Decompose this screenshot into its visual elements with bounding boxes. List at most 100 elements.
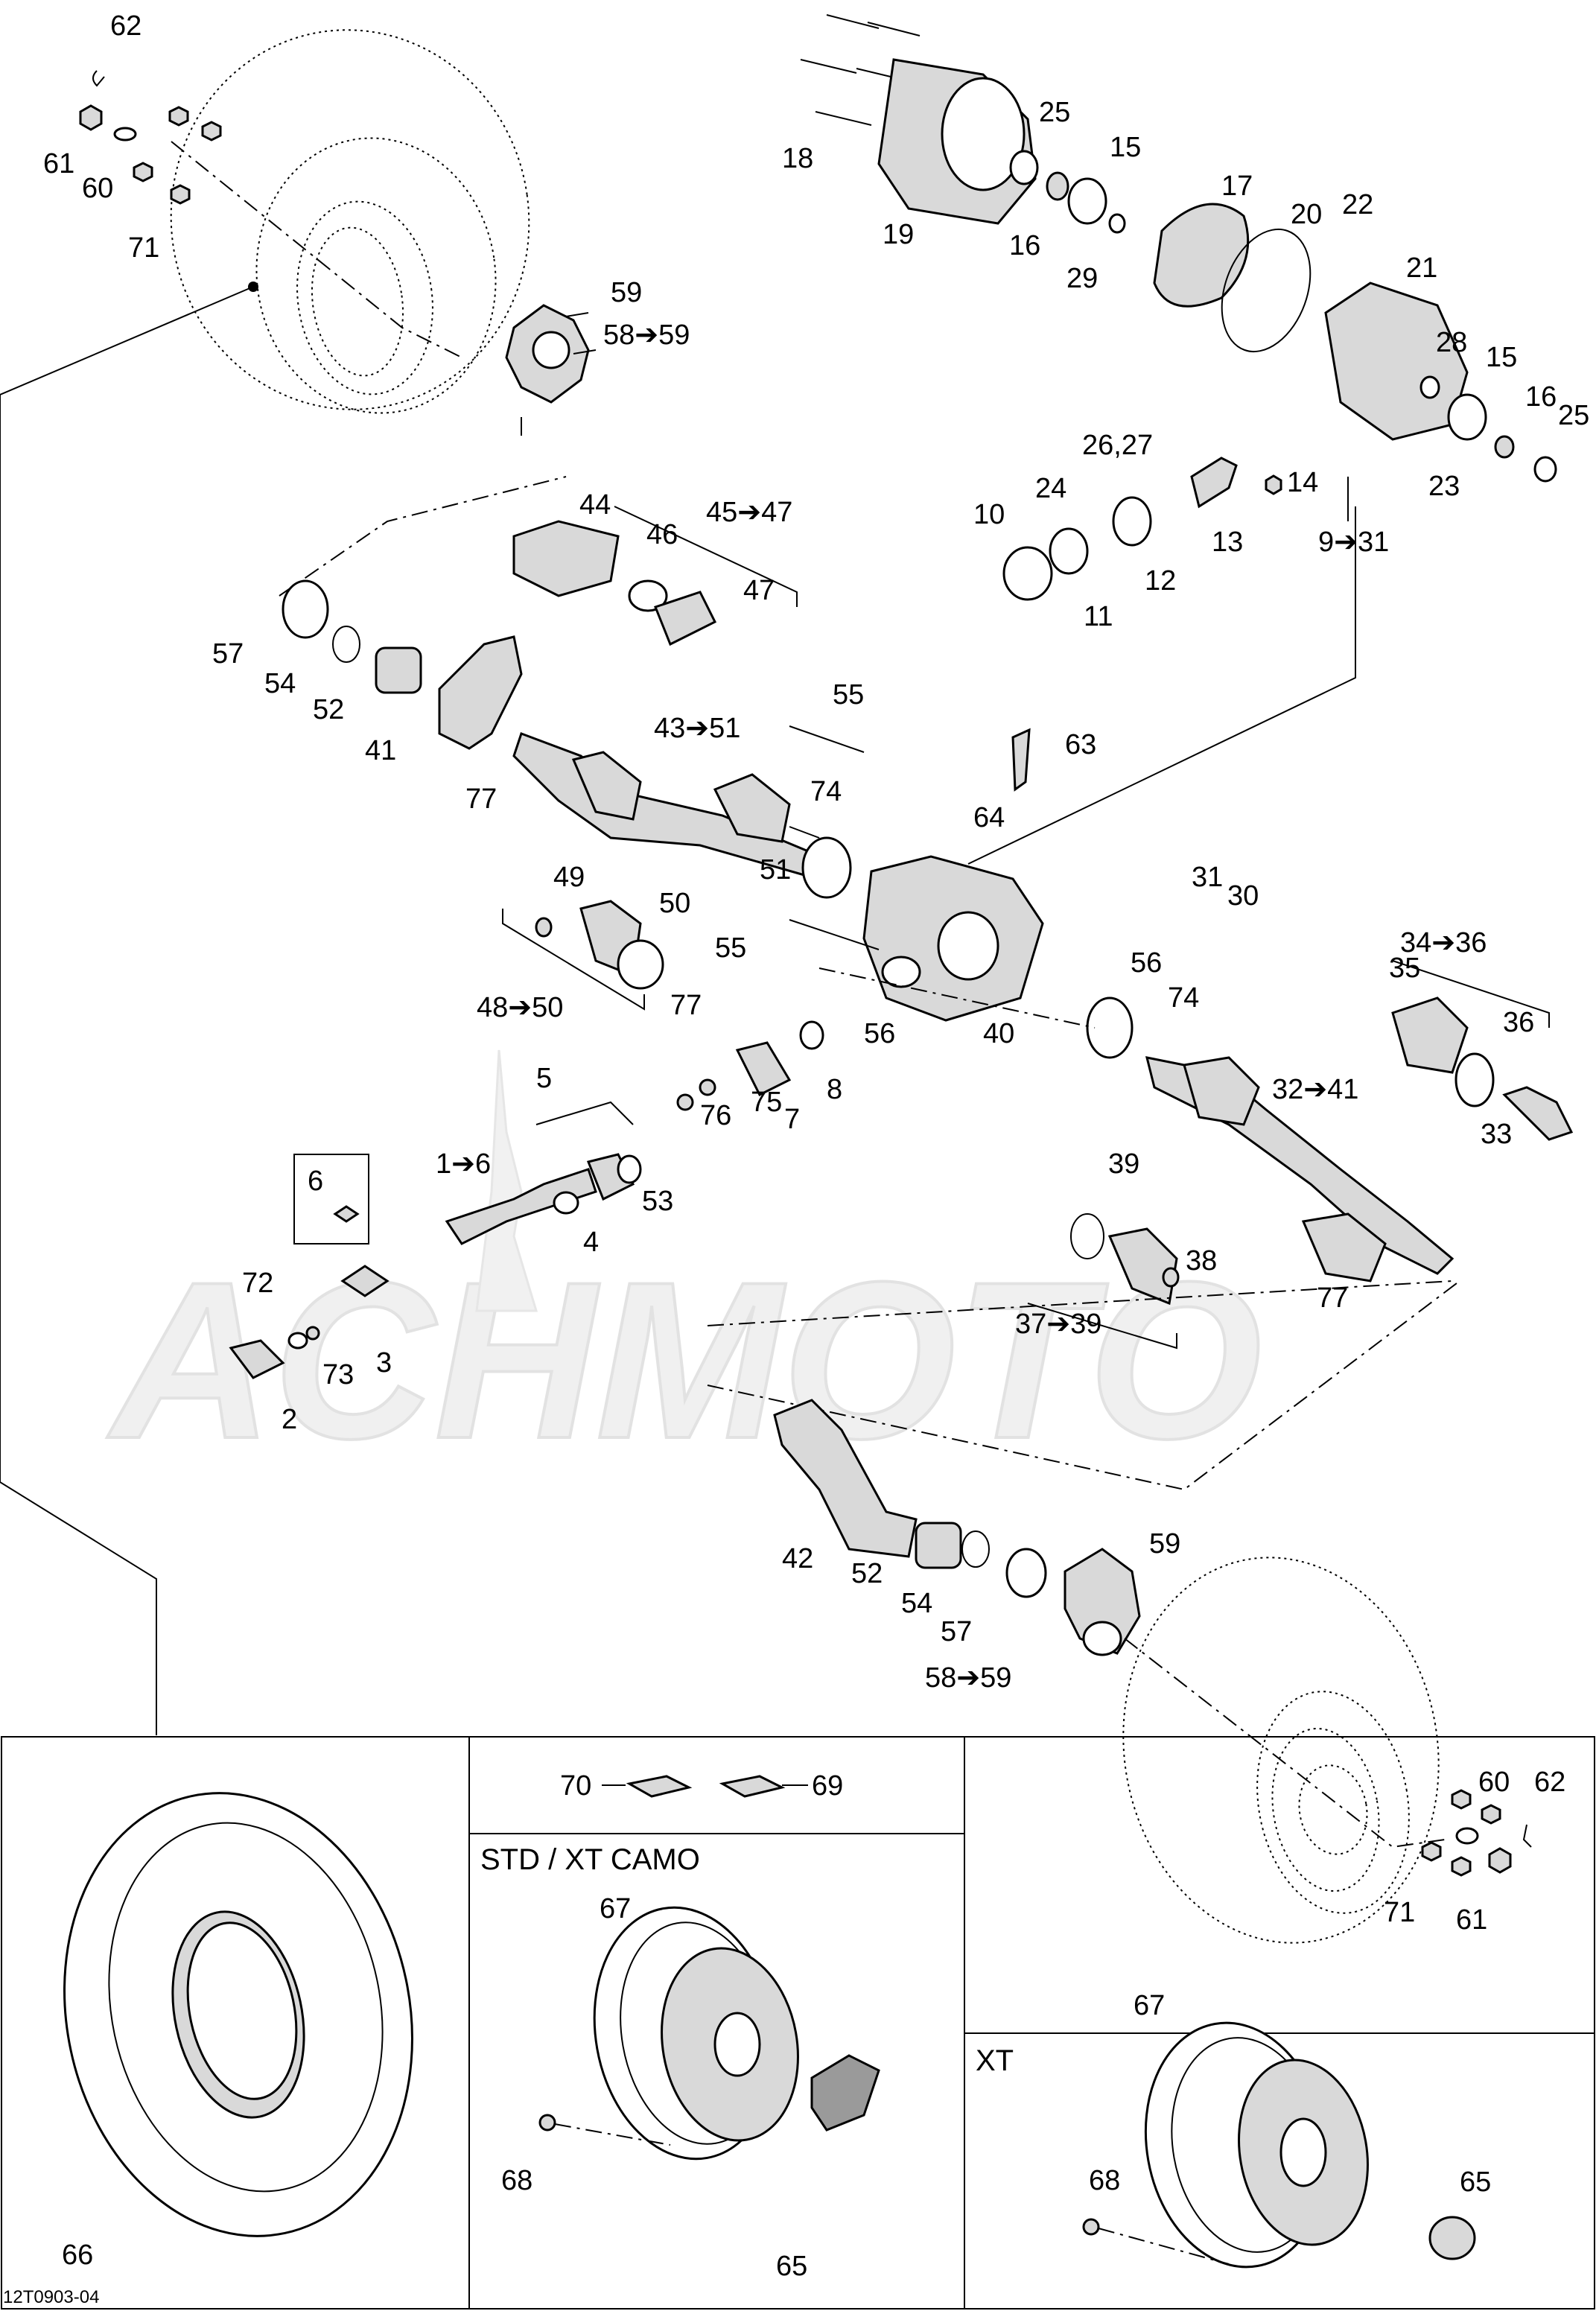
section-xt: XT [976, 2044, 1014, 2077]
callout: 61 [43, 148, 74, 179]
callout: 49 [553, 862, 585, 893]
callout: 60 [82, 173, 113, 204]
callout: 74 [810, 776, 842, 807]
callout: 36 [1503, 1007, 1534, 1038]
callout: 44 [579, 489, 611, 521]
callout: 32➔41 [1272, 1074, 1358, 1105]
callout: 77 [465, 783, 497, 815]
lug-nut-set-right [1421, 1789, 1532, 1877]
callout: 28 [1436, 327, 1467, 358]
callout: 42 [782, 1543, 813, 1574]
callout: 60 [1478, 1767, 1510, 1798]
differential-exploded-group [800, 14, 1557, 601]
u-joint-cross [340, 1265, 390, 1297]
callout: 72 [242, 1268, 273, 1299]
callout: 65 [1460, 2167, 1491, 2198]
right-drive-shaft-group [707, 960, 1574, 1491]
callout: 2 [282, 1404, 297, 1435]
callout: 12 [1145, 565, 1176, 597]
callout: 75 [751, 1087, 782, 1118]
callout: 67 [1134, 1990, 1165, 2021]
callout: 15 [1486, 342, 1517, 373]
callout: 3 [376, 1347, 392, 1379]
callout: 62 [1534, 1767, 1565, 1798]
callout: 7 [784, 1104, 800, 1135]
lug-nut-set [79, 70, 222, 205]
callout: 68 [501, 2165, 532, 2196]
callout: 1➔6 [436, 1148, 491, 1180]
wheel-reference-line [0, 286, 254, 1735]
callout: 56 [864, 1018, 895, 1049]
callout: 25 [1558, 400, 1589, 431]
xt-rim-illustration [1082, 2021, 1476, 2269]
ring-gear [1153, 203, 1250, 308]
callout: 68 [1089, 2165, 1120, 2196]
callout: 66 [62, 2240, 93, 2271]
valve-stems [602, 1775, 808, 1798]
callout: 63 [1065, 729, 1096, 760]
callout: 53 [642, 1186, 673, 1217]
callout: 29 [1066, 263, 1098, 294]
section-std-xt-camo: STD / XT CAMO [480, 1843, 700, 1876]
callout: 45➔47 [706, 497, 792, 528]
callout: 77 [1317, 1282, 1348, 1314]
callout: 39 [1108, 1148, 1139, 1180]
callout: 59 [1149, 1528, 1180, 1560]
callout: 48➔50 [477, 992, 563, 1023]
callout: 38 [1186, 1245, 1217, 1277]
callout: 14 [1287, 467, 1318, 498]
callout: 46 [646, 519, 678, 550]
callout: 67 [600, 1893, 631, 1924]
bottom-sections [1, 1736, 1595, 2310]
callout: 17 [1221, 171, 1253, 202]
callout: 43➔51 [654, 713, 740, 744]
callout: 62 [110, 10, 142, 42]
callout: 13 [1212, 527, 1243, 558]
callout: 23 [1428, 471, 1460, 502]
callout: 59 [611, 277, 642, 308]
pinion-shaft [1190, 457, 1238, 509]
callout: 41 [365, 735, 396, 766]
callout: 65 [776, 2251, 807, 2282]
callout: 51 [760, 854, 791, 886]
callout: 20 [1291, 199, 1322, 230]
rear-right-wheel-group [773, 1399, 1532, 1944]
callout: 74 [1168, 982, 1199, 1014]
callout: 9➔31 [1318, 527, 1389, 558]
callout: 34➔36 [1400, 927, 1487, 959]
callout: 22 [1342, 189, 1373, 220]
callout: 10 [973, 499, 1005, 530]
steering-knuckle-right [773, 1399, 918, 1558]
callout: 55 [715, 932, 746, 964]
callout: 31 [1192, 862, 1223, 893]
callout: 64 [973, 802, 1005, 833]
callout: 16 [1009, 230, 1040, 261]
callout: 76 [700, 1100, 731, 1131]
callout: 71 [1384, 1897, 1415, 1928]
differential-assembly [789, 506, 1356, 1059]
callout: 70 [560, 1770, 591, 1802]
watermark-text: ACHMOTO [105, 1235, 1262, 1485]
callout: 52 [851, 1558, 883, 1589]
callout: 58➔59 [925, 1662, 1011, 1694]
callout: 57 [941, 1616, 972, 1647]
callout: 56 [1131, 947, 1162, 979]
yoke [229, 1339, 285, 1379]
prop-shaft-group [229, 1020, 824, 1379]
wheel-hub [505, 304, 597, 436]
breather-hose [1011, 728, 1031, 792]
callout-labels: 62 61 60 71 59 58➔59 18 25 15 19 16 29 1… [43, 10, 1589, 2282]
steering-knuckle [438, 635, 523, 750]
callout: 19 [883, 219, 914, 250]
callout: 15 [1110, 132, 1141, 163]
callout: 52 [313, 694, 344, 725]
callout: 35 [1389, 953, 1420, 984]
callout: 18 [782, 143, 813, 174]
callout: 37➔39 [1015, 1309, 1101, 1340]
callout: 5 [536, 1063, 552, 1094]
tire-illustration [63, 1792, 413, 2237]
callout: 57 [212, 638, 244, 670]
callout: 8 [827, 1074, 842, 1105]
callout: 73 [322, 1359, 354, 1390]
